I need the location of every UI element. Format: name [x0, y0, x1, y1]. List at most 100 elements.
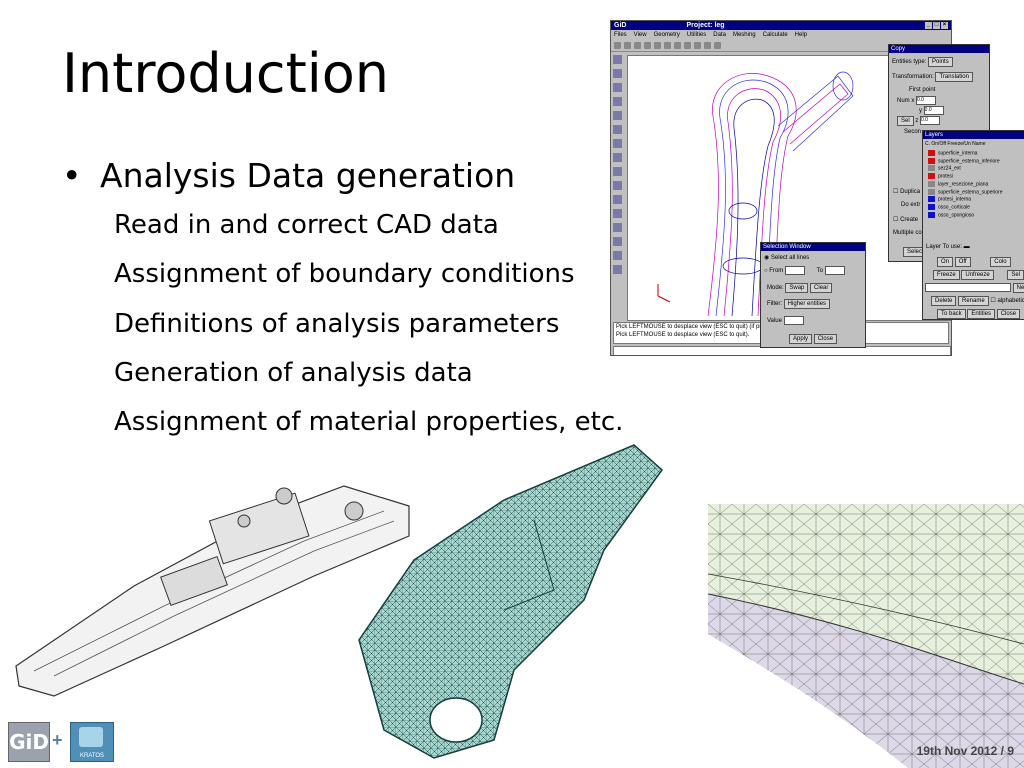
menu-geometry[interactable]: Geometry [653, 31, 680, 38]
layer-name: protesi_interna [938, 196, 972, 203]
tool-icon[interactable] [613, 181, 622, 190]
toolbar-icon[interactable] [634, 41, 641, 49]
tool-icon[interactable] [613, 251, 622, 260]
gid-window-title: Project: leg [686, 22, 725, 29]
layer-delete-button[interactable]: Delete [931, 296, 957, 306]
menu-utilities[interactable]: Utilities [686, 31, 707, 38]
layer-to-use-select[interactable]: ▬ [963, 244, 970, 250]
toolbar-icon[interactable] [664, 41, 671, 49]
tool-icon[interactable] [613, 139, 622, 148]
transformation-select[interactable]: Translation [935, 72, 973, 82]
create-label: Create [900, 217, 919, 223]
menu-calculate[interactable]: Calculate [762, 31, 788, 38]
maximize-icon[interactable]: □ [933, 22, 940, 29]
meshed-bracket-image [358, 444, 664, 759]
layer-row[interactable]: superficie_interna [928, 150, 977, 156]
tool-icon[interactable] [613, 265, 622, 274]
filter-label: Filter: [767, 301, 782, 307]
layer-name-input[interactable] [925, 283, 1011, 292]
toolbar-icon[interactable] [674, 41, 681, 49]
layer-row[interactable]: superficie_esterna_superiore [928, 188, 1002, 195]
layer-freeze-button[interactable]: Freeze [933, 270, 960, 280]
tool-icon[interactable] [613, 195, 622, 204]
toolbar-icon[interactable] [654, 41, 661, 49]
axis-x-label: x [911, 98, 915, 105]
menu-data[interactable]: Data [713, 31, 726, 38]
layer-to-back-button[interactable]: To back [937, 309, 966, 319]
bullet-dot: • [62, 156, 82, 195]
toolbar-icon[interactable] [694, 41, 701, 49]
gid-toolbar [611, 39, 951, 52]
select-point-button[interactable]: Sel [897, 116, 914, 127]
toolbar-icon[interactable] [714, 41, 721, 49]
duplicate-checkbox[interactable]: ☐ [893, 189, 899, 195]
layer-sel-button[interactable]: Sel [1007, 270, 1024, 280]
status-line: Pick LEFTMOUSE to desplace view (ESC to … [616, 332, 750, 338]
tool-icon[interactable] [613, 237, 622, 246]
create-checkbox[interactable]: ☐ [893, 217, 899, 223]
toolbar-icon[interactable] [704, 41, 711, 49]
coord-y-field[interactable]: 0.0 [923, 106, 944, 115]
transformation-label: Transformation: [892, 74, 934, 80]
from-label: From [769, 268, 784, 275]
tool-icon[interactable] [613, 97, 622, 106]
tool-icon[interactable] [613, 83, 622, 92]
value-field[interactable] [783, 316, 804, 325]
toolbar-icon[interactable] [644, 41, 651, 49]
toolbar-icon[interactable] [614, 41, 621, 49]
mode-label: Mode: [767, 285, 784, 291]
layer-new-button[interactable]: Ne [1012, 283, 1024, 294]
femur-wireframe [657, 71, 854, 317]
minimize-icon[interactable]: _ [925, 22, 932, 29]
layer-color-swatch [928, 157, 935, 164]
tool-icon[interactable] [613, 125, 622, 134]
layer-row[interactable]: osso_corticale [928, 203, 970, 210]
tool-icon[interactable] [613, 111, 622, 120]
close-icon[interactable]: × [941, 22, 948, 29]
layer-entities-button[interactable]: Entities [967, 309, 996, 319]
layer-close-button[interactable]: Close [996, 309, 1021, 319]
do-extrude-label: Do extr [901, 202, 921, 208]
layer-on-button[interactable]: On [937, 257, 954, 267]
menu-help[interactable]: Help [794, 31, 807, 38]
tool-icon[interactable] [613, 153, 622, 162]
tool-icon[interactable] [613, 55, 622, 64]
alphabetic-checkbox[interactable]: ☐ [990, 298, 996, 304]
mode-select[interactable]: Swap [785, 283, 809, 293]
status-line: Pick LEFTMOUSE to desplace view (ESC to … [616, 324, 765, 330]
gid-logo: GiD [8, 722, 50, 762]
menu-files[interactable]: Files [614, 31, 627, 38]
layer-color-button[interactable]: Colo [990, 257, 1011, 267]
menu-meshing[interactable]: Meshing [732, 31, 756, 38]
toolbar-icon[interactable] [684, 41, 691, 49]
from-field[interactable] [784, 266, 805, 275]
filter-select[interactable]: Higher entities [783, 299, 831, 309]
layer-unfreeze-button[interactable]: Unfreeze [961, 270, 994, 280]
toolbar-icon[interactable] [624, 41, 631, 49]
coord-x-field[interactable]: 0.0 [916, 96, 937, 105]
clear-button[interactable]: Clear [810, 283, 833, 293]
layer-row[interactable]: sez24_ext [928, 165, 961, 172]
tool-icon[interactable] [613, 69, 622, 78]
slide-footer: 19th Nov 2012 / 9 [916, 744, 1014, 758]
layer-row[interactable]: protesi [928, 173, 953, 179]
selection-close-button[interactable]: Close [813, 334, 838, 344]
layer-row[interactable]: layer_resezione_piana [928, 180, 988, 187]
select-all-radio[interactable]: ◉ [764, 255, 770, 261]
layer-row[interactable]: superficie_esterna_inferiore [928, 157, 1000, 164]
to-field[interactable] [824, 266, 845, 275]
apply-button[interactable]: Apply [789, 334, 813, 344]
layer-off-button[interactable]: Off [954, 257, 971, 267]
entities-type-select[interactable]: Points [928, 57, 953, 67]
layer-rename-button[interactable]: Rename [958, 296, 989, 306]
coord-z-field[interactable]: 0.0 [920, 116, 941, 125]
tool-icon[interactable] [613, 223, 622, 232]
sub-item-material: Assignment of material properties, etc. [114, 407, 624, 437]
layer-row[interactable]: protesi_interna [928, 196, 972, 203]
from-radio[interactable]: ○ [764, 268, 768, 275]
sub-item-parameters: Definitions of analysis parameters [114, 309, 560, 339]
menu-view[interactable]: View [633, 31, 647, 38]
tool-icon[interactable] [613, 209, 622, 218]
layer-row[interactable]: osso_spongioso [928, 211, 974, 218]
tool-icon[interactable] [613, 167, 622, 176]
